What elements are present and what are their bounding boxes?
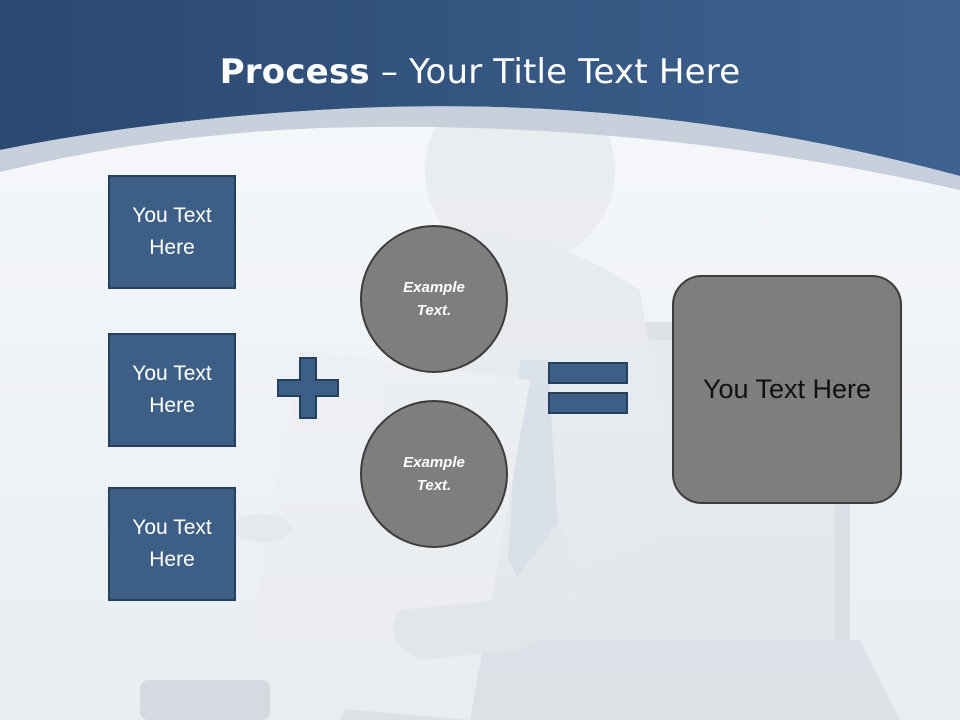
text-box-1: You Text Here	[108, 175, 236, 289]
example-circle-2: Example Text.	[360, 400, 508, 548]
text-box-3: You Text Here	[108, 487, 236, 601]
result-box: You Text Here	[672, 275, 902, 504]
equals-icon	[548, 362, 628, 414]
title-bold: Process	[219, 52, 370, 92]
plus-icon	[277, 357, 339, 419]
title-rest: – Your Title Text Here	[369, 52, 741, 92]
text-box-2: You Text Here	[108, 333, 236, 447]
example-circle-1: Example Text.	[360, 225, 508, 373]
slide-title: Process – Your Title Text Here	[0, 52, 960, 92]
